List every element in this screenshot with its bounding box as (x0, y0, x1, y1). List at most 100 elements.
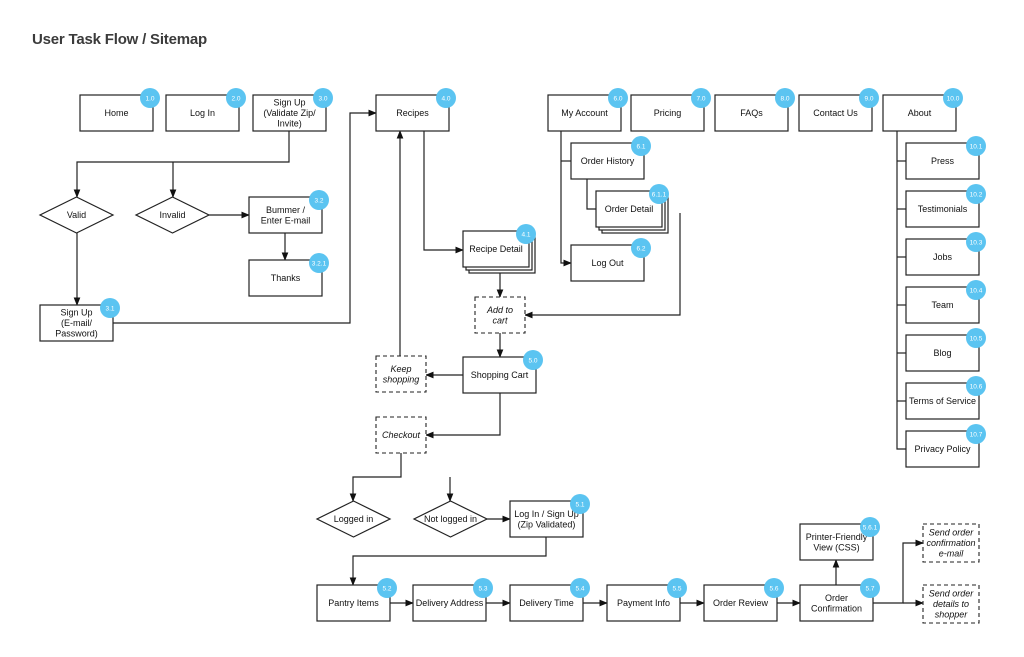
node-number-badge: 10.1 (970, 143, 983, 150)
node-box (905, 430, 980, 468)
node-label: Log Out (591, 258, 624, 268)
node-label: Send order (929, 589, 975, 599)
node-label: Delivery Time (519, 598, 574, 608)
node-login[interactable]: Log In2.0 (165, 88, 246, 132)
connector-line (560, 131, 572, 267)
connector-line (425, 393, 501, 439)
node-label: Sign Up (273, 98, 305, 108)
node-number-badge: 3.1 (105, 305, 114, 312)
node-privacy[interactable]: Privacy Policy 10.7 (905, 424, 986, 468)
badge-circle (523, 350, 543, 370)
node-number-badge: 10.7 (970, 431, 983, 438)
badge-circle (775, 88, 795, 108)
node-box (248, 196, 323, 234)
node-contact[interactable]: Contact Us9.0 (798, 88, 879, 132)
node-label: Contact Us (813, 108, 858, 118)
connector-line (873, 539, 924, 604)
node-signup[interactable]: Sign Up(Validate Zip/Invite)3.0 (252, 88, 333, 132)
badge-circle (631, 238, 651, 258)
node-number-badge: 10.0 (947, 95, 960, 102)
node-number-badge: 8.0 (780, 95, 789, 102)
badge-circle (764, 578, 784, 598)
badge-circle (313, 88, 333, 108)
node-my-account[interactable]: My Account 6.0 (547, 88, 628, 132)
node-label: Home (104, 108, 128, 118)
node-label: Enter E-mail (261, 215, 311, 225)
node-label: Privacy Policy (914, 444, 971, 454)
node-label: Payment Info (617, 598, 670, 608)
node-number-badge: 6.1 (636, 143, 645, 150)
node-invalid[interactable]: Invalid (134, 196, 211, 234)
badge-circle (140, 88, 160, 108)
node-label: Bummer / (266, 205, 306, 215)
connector-line (524, 213, 681, 319)
connector-line (586, 179, 596, 210)
connector-line (423, 131, 464, 254)
node-not-logged-in[interactable]: Not logged in (412, 500, 489, 538)
node-label: FAQs (740, 108, 763, 118)
badge-circle (473, 578, 493, 598)
node-label: (Zip Validated) (518, 519, 576, 529)
node-label: My Account (561, 108, 608, 118)
node-faqs[interactable]: FAQs 8.0 (714, 88, 795, 132)
node-number-badge: 4.0 (441, 95, 450, 102)
node-valid[interactable]: Valid (38, 196, 115, 234)
node-box-dashed (474, 296, 526, 334)
node-label: Printer-Friendly (806, 532, 868, 542)
badge-circle (859, 88, 879, 108)
node-number-badge: 5.3 (478, 585, 487, 592)
node-label: Confirmation (811, 603, 862, 613)
node-number-badge: 6.0 (613, 95, 622, 102)
node-box-dashed (375, 416, 427, 454)
node-label: Thanks (271, 273, 301, 283)
connector-line (349, 453, 402, 502)
decision-diamond (134, 196, 211, 234)
node-signup-email[interactable]: Sign Up(E-mail/Password)3.1 (39, 298, 120, 342)
node-box (630, 94, 705, 132)
badge-circle (966, 424, 986, 444)
node-number-badge: 5.0 (528, 357, 537, 364)
node-logged-in[interactable]: Logged in (315, 500, 392, 538)
badge-circle (631, 136, 651, 156)
node-checkout[interactable]: Checkout (375, 416, 427, 454)
node-label: Pantry Items (328, 598, 379, 608)
node-login-signup[interactable]: Log In / Sign Up(Zip Validated)5.1 (509, 494, 590, 538)
node-label: Order Detail (605, 204, 654, 214)
badge-circle (649, 184, 669, 204)
node-label: Testimonials (918, 204, 968, 214)
node-label: Checkout (382, 430, 421, 440)
node-number-badge: 10.5 (970, 335, 983, 342)
badge-circle (966, 184, 986, 204)
node-label: cart (492, 315, 508, 325)
